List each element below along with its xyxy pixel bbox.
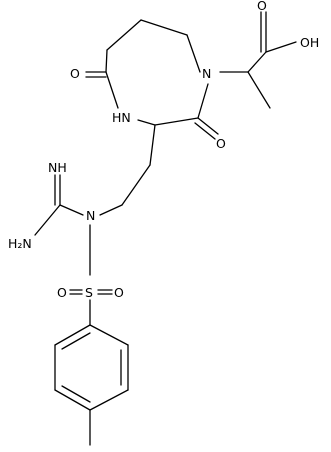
bond-benz-inner-2 xyxy=(61,385,91,403)
bond-acid-ch xyxy=(247,51,267,73)
bond-chain-2 xyxy=(121,164,151,206)
bond-ring-7 xyxy=(154,117,199,126)
bond-benz-1 xyxy=(89,324,129,346)
bond-ch-methyl xyxy=(247,71,271,109)
atom-n-sulfonamide: N xyxy=(86,208,95,223)
atom-h2n: H₂N xyxy=(8,236,32,251)
atom-nh-imine: NH xyxy=(48,160,67,175)
bond-benz-3 xyxy=(89,389,129,411)
bond-c-oh xyxy=(265,41,297,53)
bond-ring-5 xyxy=(105,71,119,109)
bond-lines xyxy=(34,11,297,446)
bond-ring-6 xyxy=(137,119,156,126)
atom-labels: OH O N O O HN NH H₂N N S O O xyxy=(8,0,319,300)
atom-o-s1: O xyxy=(57,285,67,300)
bond-n-c-guan xyxy=(59,204,84,216)
bond-benz-inner-3 xyxy=(61,332,91,350)
bond-co-right-2 xyxy=(194,122,216,140)
atom-o-s2: O xyxy=(114,285,124,300)
bond-benz-6 xyxy=(54,324,91,346)
bond-ring-1 xyxy=(186,34,201,73)
atom-o-ring-left: O xyxy=(70,66,80,81)
bond-ring-3 xyxy=(106,19,142,51)
bond-ring-8 xyxy=(197,83,209,119)
atom-n-ring: N xyxy=(202,66,211,81)
bond-co-right-1 xyxy=(197,117,219,135)
atom-hn-ring: HN xyxy=(112,110,131,125)
atom-s: S xyxy=(85,285,93,300)
bond-benz-4 xyxy=(54,389,91,411)
bond-chain-3 xyxy=(99,204,123,216)
atom-o-ring-right: O xyxy=(216,136,226,151)
atom-oh: OH xyxy=(300,35,319,50)
bond-ring-2 xyxy=(140,19,188,36)
bond-chain-1 xyxy=(149,124,156,166)
bond-ring-4 xyxy=(105,49,108,73)
atom-o-acid: O xyxy=(257,0,267,13)
bond-c-nh2 xyxy=(34,204,61,236)
